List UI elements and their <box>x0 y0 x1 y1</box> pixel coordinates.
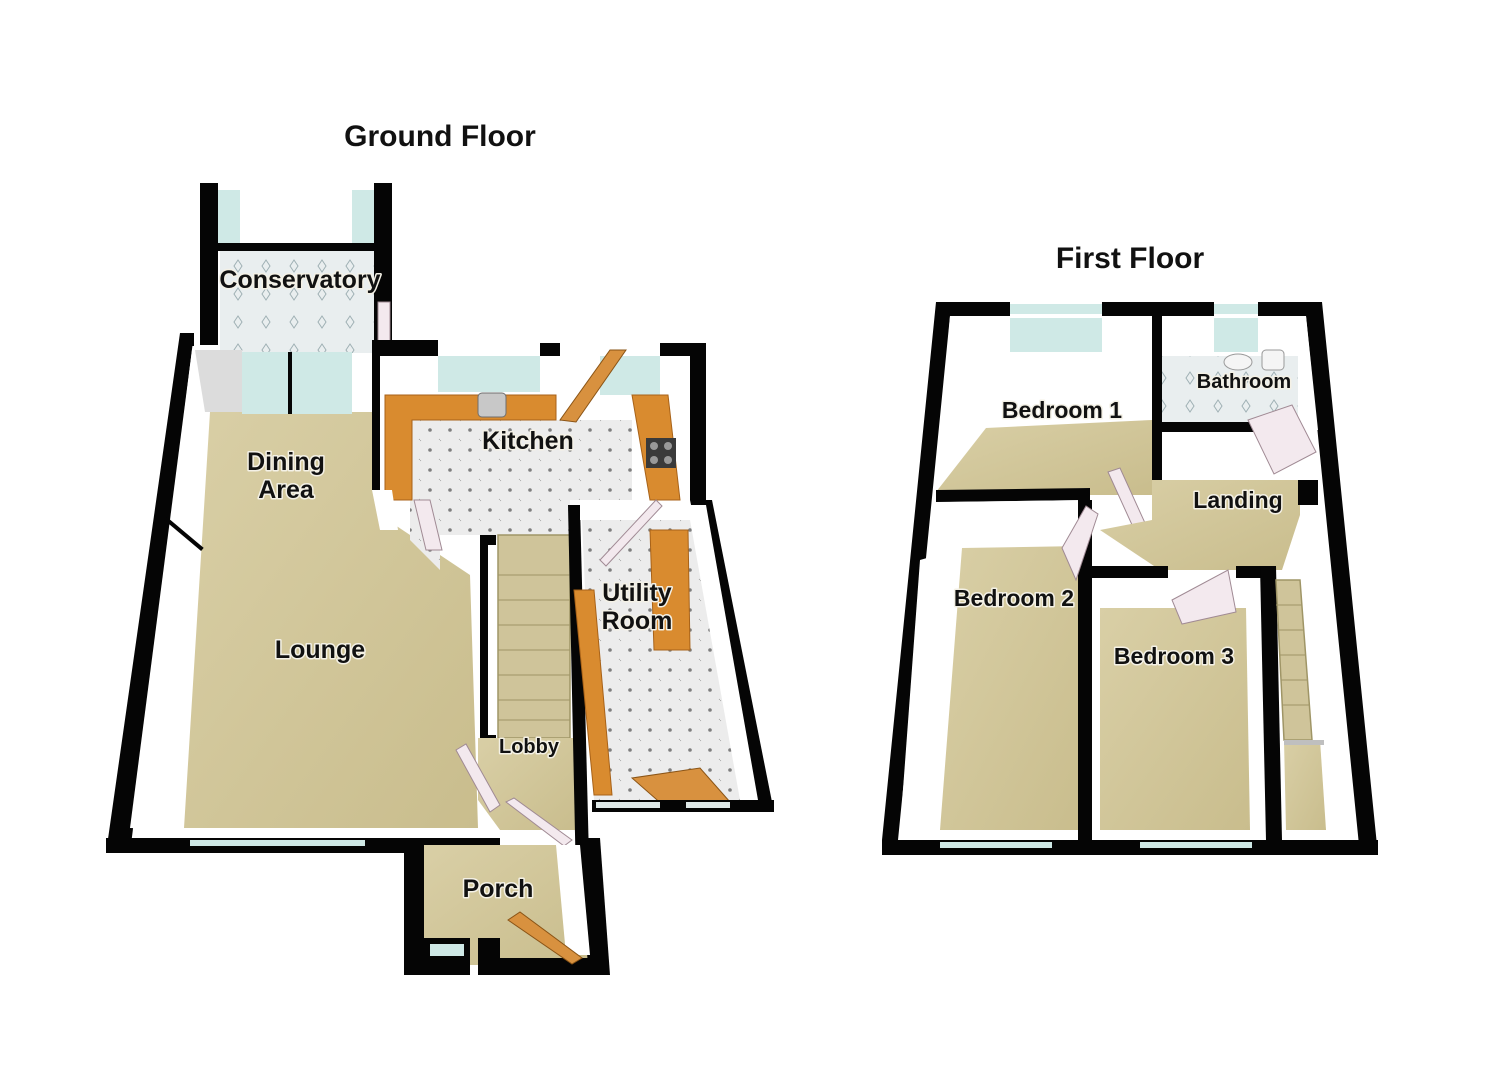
label-bedroom1: Bedroom 1 <box>1002 397 1122 423</box>
first-floor-title: First Floor <box>1056 242 1205 275</box>
label-dining-area-line1: Dining <box>247 448 325 476</box>
label-landing: Landing <box>1193 487 1282 513</box>
bedroom2-room <box>900 488 1099 840</box>
label-porch: Porch <box>463 875 534 903</box>
kitchen-room <box>372 340 706 570</box>
label-bedroom3: Bedroom 3 <box>1114 643 1234 669</box>
ground-floor-title: Ground Floor <box>344 120 536 153</box>
label-lobby: Lobby <box>499 736 560 758</box>
porch-room <box>404 838 610 975</box>
landing-room <box>1100 432 1344 830</box>
conservatory-room <box>200 183 392 353</box>
bedroom1-room <box>936 316 1152 539</box>
label-utility-line2: Room <box>602 607 673 635</box>
ground-floor: Ground Floor <box>106 120 774 975</box>
label-kitchen: Kitchen <box>482 427 574 455</box>
label-dining-area-line2: Area <box>258 476 315 504</box>
label-lounge: Lounge <box>275 636 365 664</box>
first-floor: First Floor <box>882 242 1378 855</box>
label-bedroom2: Bedroom 2 <box>954 585 1074 611</box>
label-utility-line1: Utility <box>602 579 672 607</box>
label-conservatory: Conservatory <box>219 266 380 294</box>
first-floor-stairs <box>1275 579 1326 830</box>
lounge-room <box>106 333 500 853</box>
label-bathroom: Bathroom <box>1197 371 1291 393</box>
lobby-stairs <box>455 505 592 975</box>
bathroom-room <box>1152 316 1318 490</box>
bedroom3-room <box>1092 566 1282 840</box>
utility-room <box>573 499 774 812</box>
